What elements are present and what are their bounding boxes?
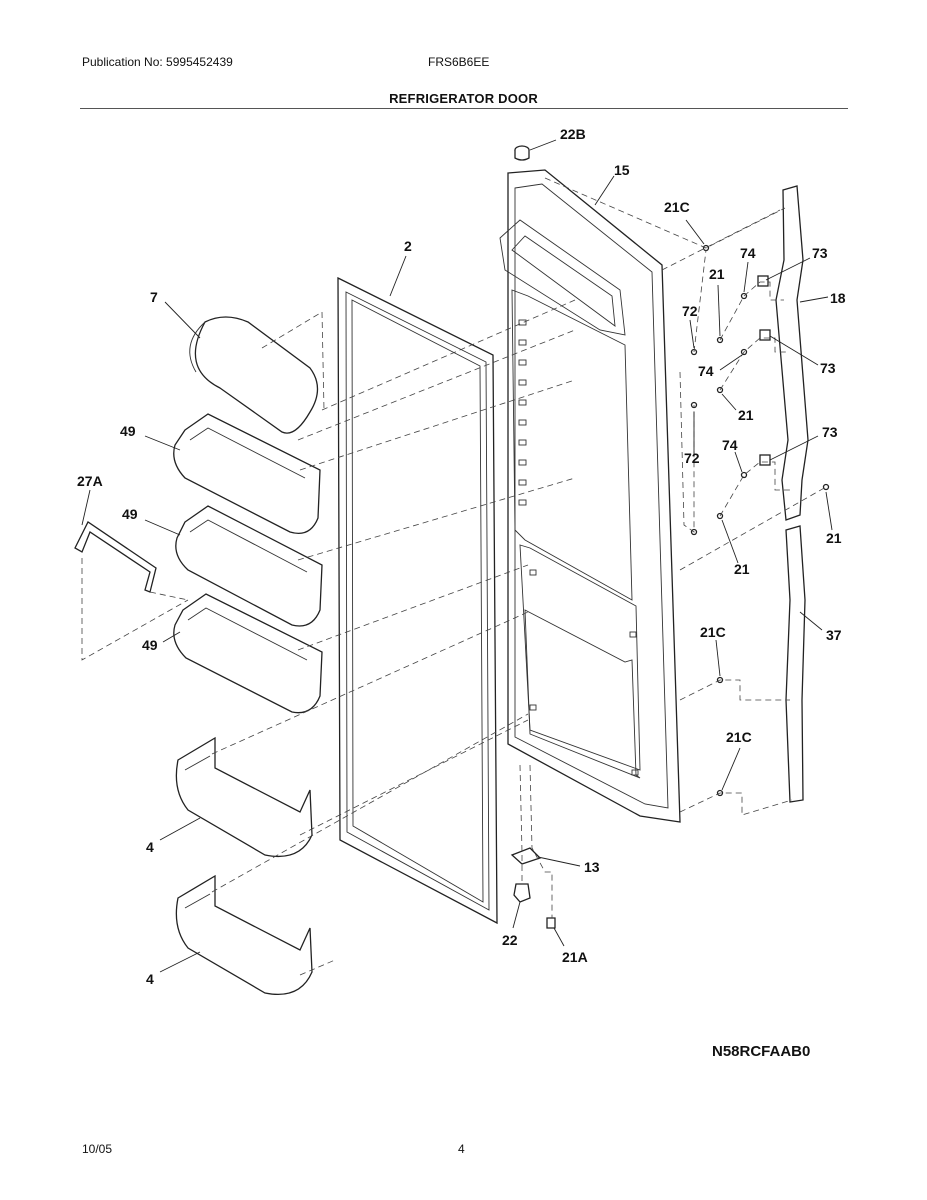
callout-21-a: 21 [709, 266, 725, 282]
door-bin-middle [175, 505, 323, 627]
explosion-lines [81, 177, 827, 976]
door-shelf-lower [175, 874, 313, 995]
callout-21C-top: 21C [664, 199, 690, 215]
callout-13: 13 [584, 859, 600, 875]
door-gasket [337, 276, 498, 925]
callout-4-a: 4 [146, 839, 154, 855]
callout-labels: 22B 15 21C 74 73 21 18 72 74 73 21 72 74… [77, 126, 846, 987]
callout-37: 37 [826, 627, 842, 643]
callout-22B: 22B [560, 126, 586, 142]
callout-73-b: 73 [820, 360, 836, 376]
door-bin-upper [173, 413, 321, 535]
callout-27A: 27A [77, 473, 103, 489]
shelf-supports [518, 319, 639, 776]
callout-7: 7 [150, 289, 158, 305]
callout-72-b: 72 [684, 450, 700, 466]
callout-49-a: 49 [120, 423, 136, 439]
model-number: FRS6B6EE [428, 55, 490, 69]
footer-date: 10/05 [82, 1142, 113, 1156]
hinge-cap [514, 145, 530, 161]
callout-4-b: 4 [146, 971, 154, 987]
header-divider [80, 108, 848, 109]
handle-lower [785, 525, 806, 803]
dairy-door-handle [74, 521, 157, 593]
callout-74-c: 74 [722, 437, 738, 453]
door-shelf-upper [175, 736, 313, 858]
page-number: 4 [458, 1142, 465, 1156]
callout-21-d: 21 [734, 561, 750, 577]
callout-73-c: 73 [822, 424, 838, 440]
callout-21-c: 21 [826, 530, 842, 546]
callout-74-b: 74 [698, 363, 714, 379]
door-liner [499, 169, 681, 823]
handle-trim-upper [775, 185, 809, 521]
leader-lines [81, 139, 833, 973]
callout-73-a: 73 [812, 245, 828, 261]
callout-18: 18 [830, 290, 846, 306]
callout-72-a: 72 [682, 303, 698, 319]
callout-49-b: 49 [122, 506, 138, 522]
callout-15: 15 [614, 162, 630, 178]
callout-21C-low: 21C [726, 729, 752, 745]
hardware-items [510, 244, 830, 929]
callout-21A: 21A [562, 949, 588, 965]
callout-74-a: 74 [740, 245, 756, 261]
callout-2: 2 [404, 238, 412, 254]
callout-22: 22 [502, 932, 518, 948]
diagram-code: N58RCFAAB0 [712, 1043, 811, 1060]
callout-21-b: 21 [738, 407, 754, 423]
callout-21C-mid: 21C [700, 624, 726, 640]
callout-49-c: 49 [142, 637, 158, 653]
page-title: REFRIGERATOR DOOR [389, 91, 538, 106]
dairy-door [189, 316, 319, 434]
publication-number: Publication No: 5995452439 [82, 55, 233, 69]
door-bin-lower [173, 593, 323, 714]
